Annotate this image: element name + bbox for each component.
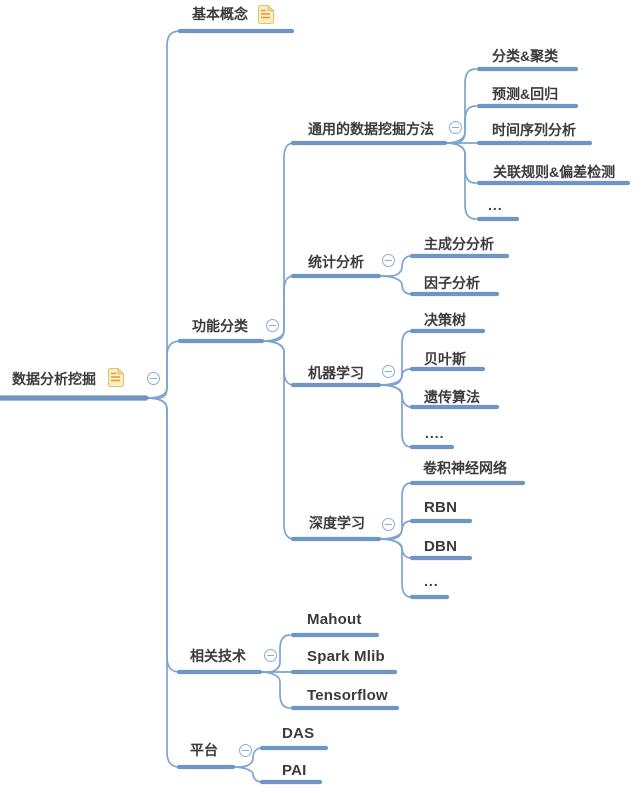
collapse-badge-deep-learning[interactable] — [382, 518, 395, 531]
note-icon[interactable] — [257, 4, 275, 25]
topic-machine-learning[interactable]: 机器学习 — [308, 365, 364, 381]
curve-func-ml — [261, 340, 295, 386]
curve-stat-pca — [378, 255, 412, 277]
topic-deep-learning[interactable]: 深度学习 — [309, 515, 365, 531]
topic-factor-analysis[interactable]: 因子分析 — [424, 275, 480, 291]
topic-prediction-regression[interactable]: 预测&回归 — [492, 86, 559, 102]
curve-ml-mlmore — [378, 384, 412, 448]
branch-curves — [145, 30, 479, 783]
topic-spark-mlib[interactable]: Spark Mlib — [307, 648, 385, 665]
collapse-badge-function-category[interactable] — [266, 319, 279, 332]
curve-func-stat — [261, 275, 295, 342]
topic-rbn[interactable]: RBN — [424, 499, 458, 516]
curve-dl-cnn — [378, 482, 412, 540]
collapse-badge-statistical-analysis[interactable] — [382, 254, 395, 267]
topic-related-tech[interactable]: 相关技术 — [190, 648, 246, 664]
curve-general-pred — [444, 105, 477, 144]
curve-root-func — [145, 340, 182, 399]
topic-association-rules-deviation[interactable]: 关联规则&偏差检测 — [493, 164, 616, 180]
collapse-badge-general-mining-methods[interactable] — [449, 121, 462, 134]
curve-root-reltech — [145, 397, 181, 673]
curve-root-platform — [145, 397, 181, 768]
topic-genetic-algorithm[interactable]: 遗传算法 — [424, 389, 480, 405]
topic-decision-tree[interactable]: 决策树 — [424, 312, 466, 328]
collapse-badge-related-tech[interactable] — [264, 649, 277, 662]
topic-dl-more[interactable]: ... — [424, 573, 439, 589]
curve-dl-dlmore — [378, 538, 412, 598]
curve-dl-rbn — [378, 520, 412, 540]
topic-tensorflow[interactable]: Tensorflow — [307, 687, 388, 704]
curve-func-general — [261, 142, 295, 342]
topic-pca[interactable]: 主成分分析 — [424, 236, 494, 252]
topic-pai[interactable]: PAI — [282, 762, 307, 779]
curve-root-basic — [145, 30, 182, 399]
topic-das[interactable]: DAS — [282, 725, 315, 742]
topic-function-category[interactable]: 功能分类 — [192, 318, 248, 334]
collapse-badge-platform[interactable] — [239, 744, 252, 757]
topic-cnn[interactable]: 卷积神经网络 — [423, 460, 507, 476]
curve-general-gmore — [444, 142, 477, 220]
topic-general-more[interactable]: ... — [488, 197, 503, 213]
curve-general-assoc — [444, 142, 477, 184]
topic-basic-concepts[interactable]: 基本概念 — [192, 6, 248, 22]
topic-platform[interactable]: 平台 — [190, 742, 218, 758]
curve-ml-dtree — [378, 330, 412, 386]
curve-platform-das — [232, 747, 263, 768]
topic-statistical-analysis[interactable]: 统计分析 — [308, 254, 364, 270]
topic-time-series-analysis[interactable]: 时间序列分析 — [492, 122, 576, 138]
curve-reltech-tensorflow — [259, 671, 291, 709]
topic-underlines — [0, 28, 631, 785]
topic-mahout[interactable]: Mahout — [307, 611, 362, 628]
curve-func-dl — [261, 340, 295, 540]
curve-ml-bayes — [378, 368, 412, 386]
topic-ml-more[interactable]: .... — [425, 425, 445, 441]
collapse-badge-root[interactable] — [147, 372, 160, 385]
curve-stat-factor — [378, 275, 412, 295]
topic-classification-clustering[interactable]: 分类&聚类 — [492, 48, 559, 64]
topic-dbn[interactable]: DBN — [424, 538, 458, 555]
curve-platform-pai — [232, 766, 263, 783]
topic-root[interactable]: 数据分析挖掘 — [12, 371, 96, 387]
note-icon[interactable] — [107, 367, 125, 388]
topic-general-mining-methods[interactable]: 通用的数据挖掘方法 — [308, 121, 434, 137]
topic-bayes[interactable]: 贝叶斯 — [424, 351, 466, 367]
curve-ml-genetic — [378, 384, 412, 408]
collapse-badge-machine-learning[interactable] — [382, 365, 395, 378]
